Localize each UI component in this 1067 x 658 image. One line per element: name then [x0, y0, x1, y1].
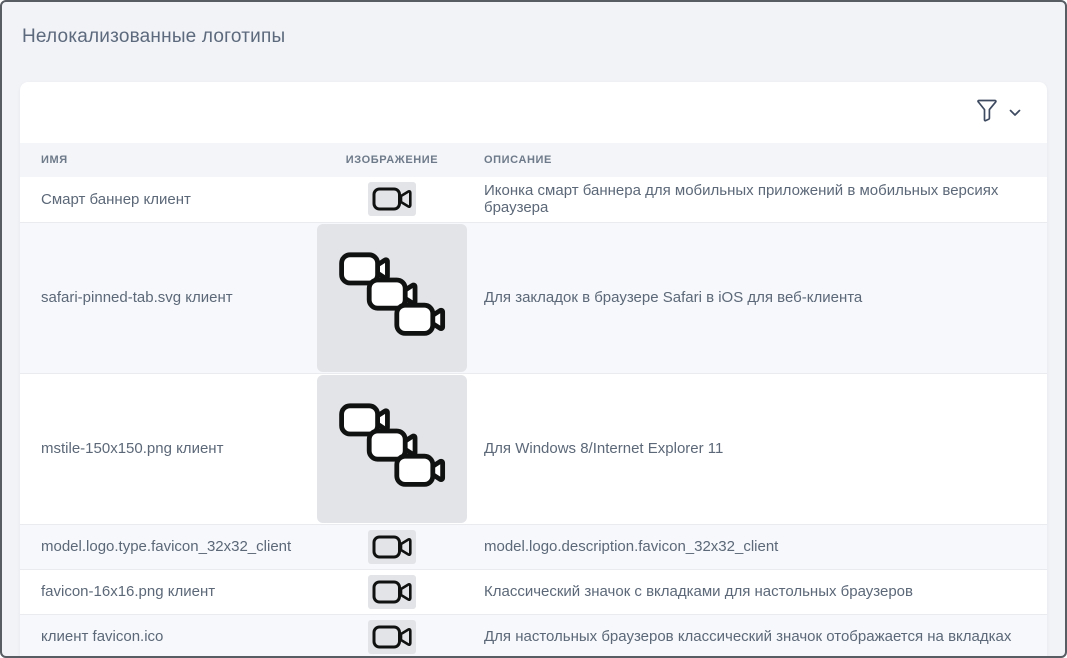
logo-description: Для закладок в браузере Safari в iOS для…: [484, 289, 863, 306]
table-row[interactable]: safari-pinned-tab.svg клиент Для закладо…: [20, 222, 1047, 373]
page-title: Нелокализованные логотипы: [22, 26, 286, 47]
video-camera-stack-icon: [317, 223, 467, 372]
table-row[interactable]: клиент favicon.ico Для настольных браузе…: [20, 614, 1047, 656]
filter-button[interactable]: [973, 93, 1023, 132]
logo-description: Иконка смарт баннера для мобильных прило…: [484, 182, 999, 217]
filter-funnel-icon: [975, 97, 999, 128]
column-header-image: ИЗОБРАЖЕНИЕ: [317, 143, 467, 177]
video-camera-icon: [368, 574, 416, 609]
video-camera-icon: [368, 182, 416, 217]
table-row[interactable]: favicon-16x16.png клиент Классический зн…: [20, 569, 1047, 614]
logo-name: Смарт баннер клиент: [41, 190, 191, 208]
column-header-description: ОПИСАНИЕ: [467, 143, 1047, 177]
table-header: ИМЯ ИЗОБРАЖЕНИЕ ОПИСАНИЕ: [20, 143, 1047, 177]
logo-description: model.logo.description.favicon_32x32_cli…: [484, 538, 779, 555]
page-header: Нелокализованные логотипы: [2, 2, 1065, 82]
table-row[interactable]: mstile-150x150.png клиент Для Windows 8/…: [20, 373, 1047, 524]
logo-name: клиент favicon.ico: [41, 628, 164, 645]
logos-table: ИМЯ ИЗОБРАЖЕНИЕ ОПИСАНИЕ Смарт баннер кл…: [20, 143, 1047, 656]
video-camera-icon: [368, 529, 416, 564]
logo-name: mstile-150x150.png клиент: [41, 440, 224, 457]
video-camera-icon: [368, 619, 416, 654]
logo-description: Для настольных браузеров классический зн…: [484, 628, 1012, 645]
logo-name: favicon-16x16.png клиент: [41, 583, 216, 600]
logo-name: safari-pinned-tab.svg клиент: [41, 289, 233, 306]
table-row[interactable]: model.logo.type.favicon_32x32_client mod…: [20, 524, 1047, 569]
chevron-down-icon: [1009, 104, 1021, 122]
logo-name: model.logo.type.favicon_32x32_client: [41, 538, 292, 555]
logo-description: Классический значок с вкладками для наст…: [484, 583, 913, 600]
table-toolbar: [20, 82, 1047, 143]
logos-table-body: Смарт баннер клиент Иконка смарт баннера…: [20, 177, 1047, 656]
table-row[interactable]: Смарт баннер клиент Иконка смарт баннера…: [20, 177, 1047, 222]
logos-card: ИМЯ ИЗОБРАЖЕНИЕ ОПИСАНИЕ Смарт баннер кл…: [20, 82, 1047, 656]
column-header-name: ИМЯ: [20, 143, 317, 177]
logo-description: Для Windows 8/Internet Explorer 11: [484, 440, 724, 457]
video-camera-stack-icon: [317, 374, 467, 523]
